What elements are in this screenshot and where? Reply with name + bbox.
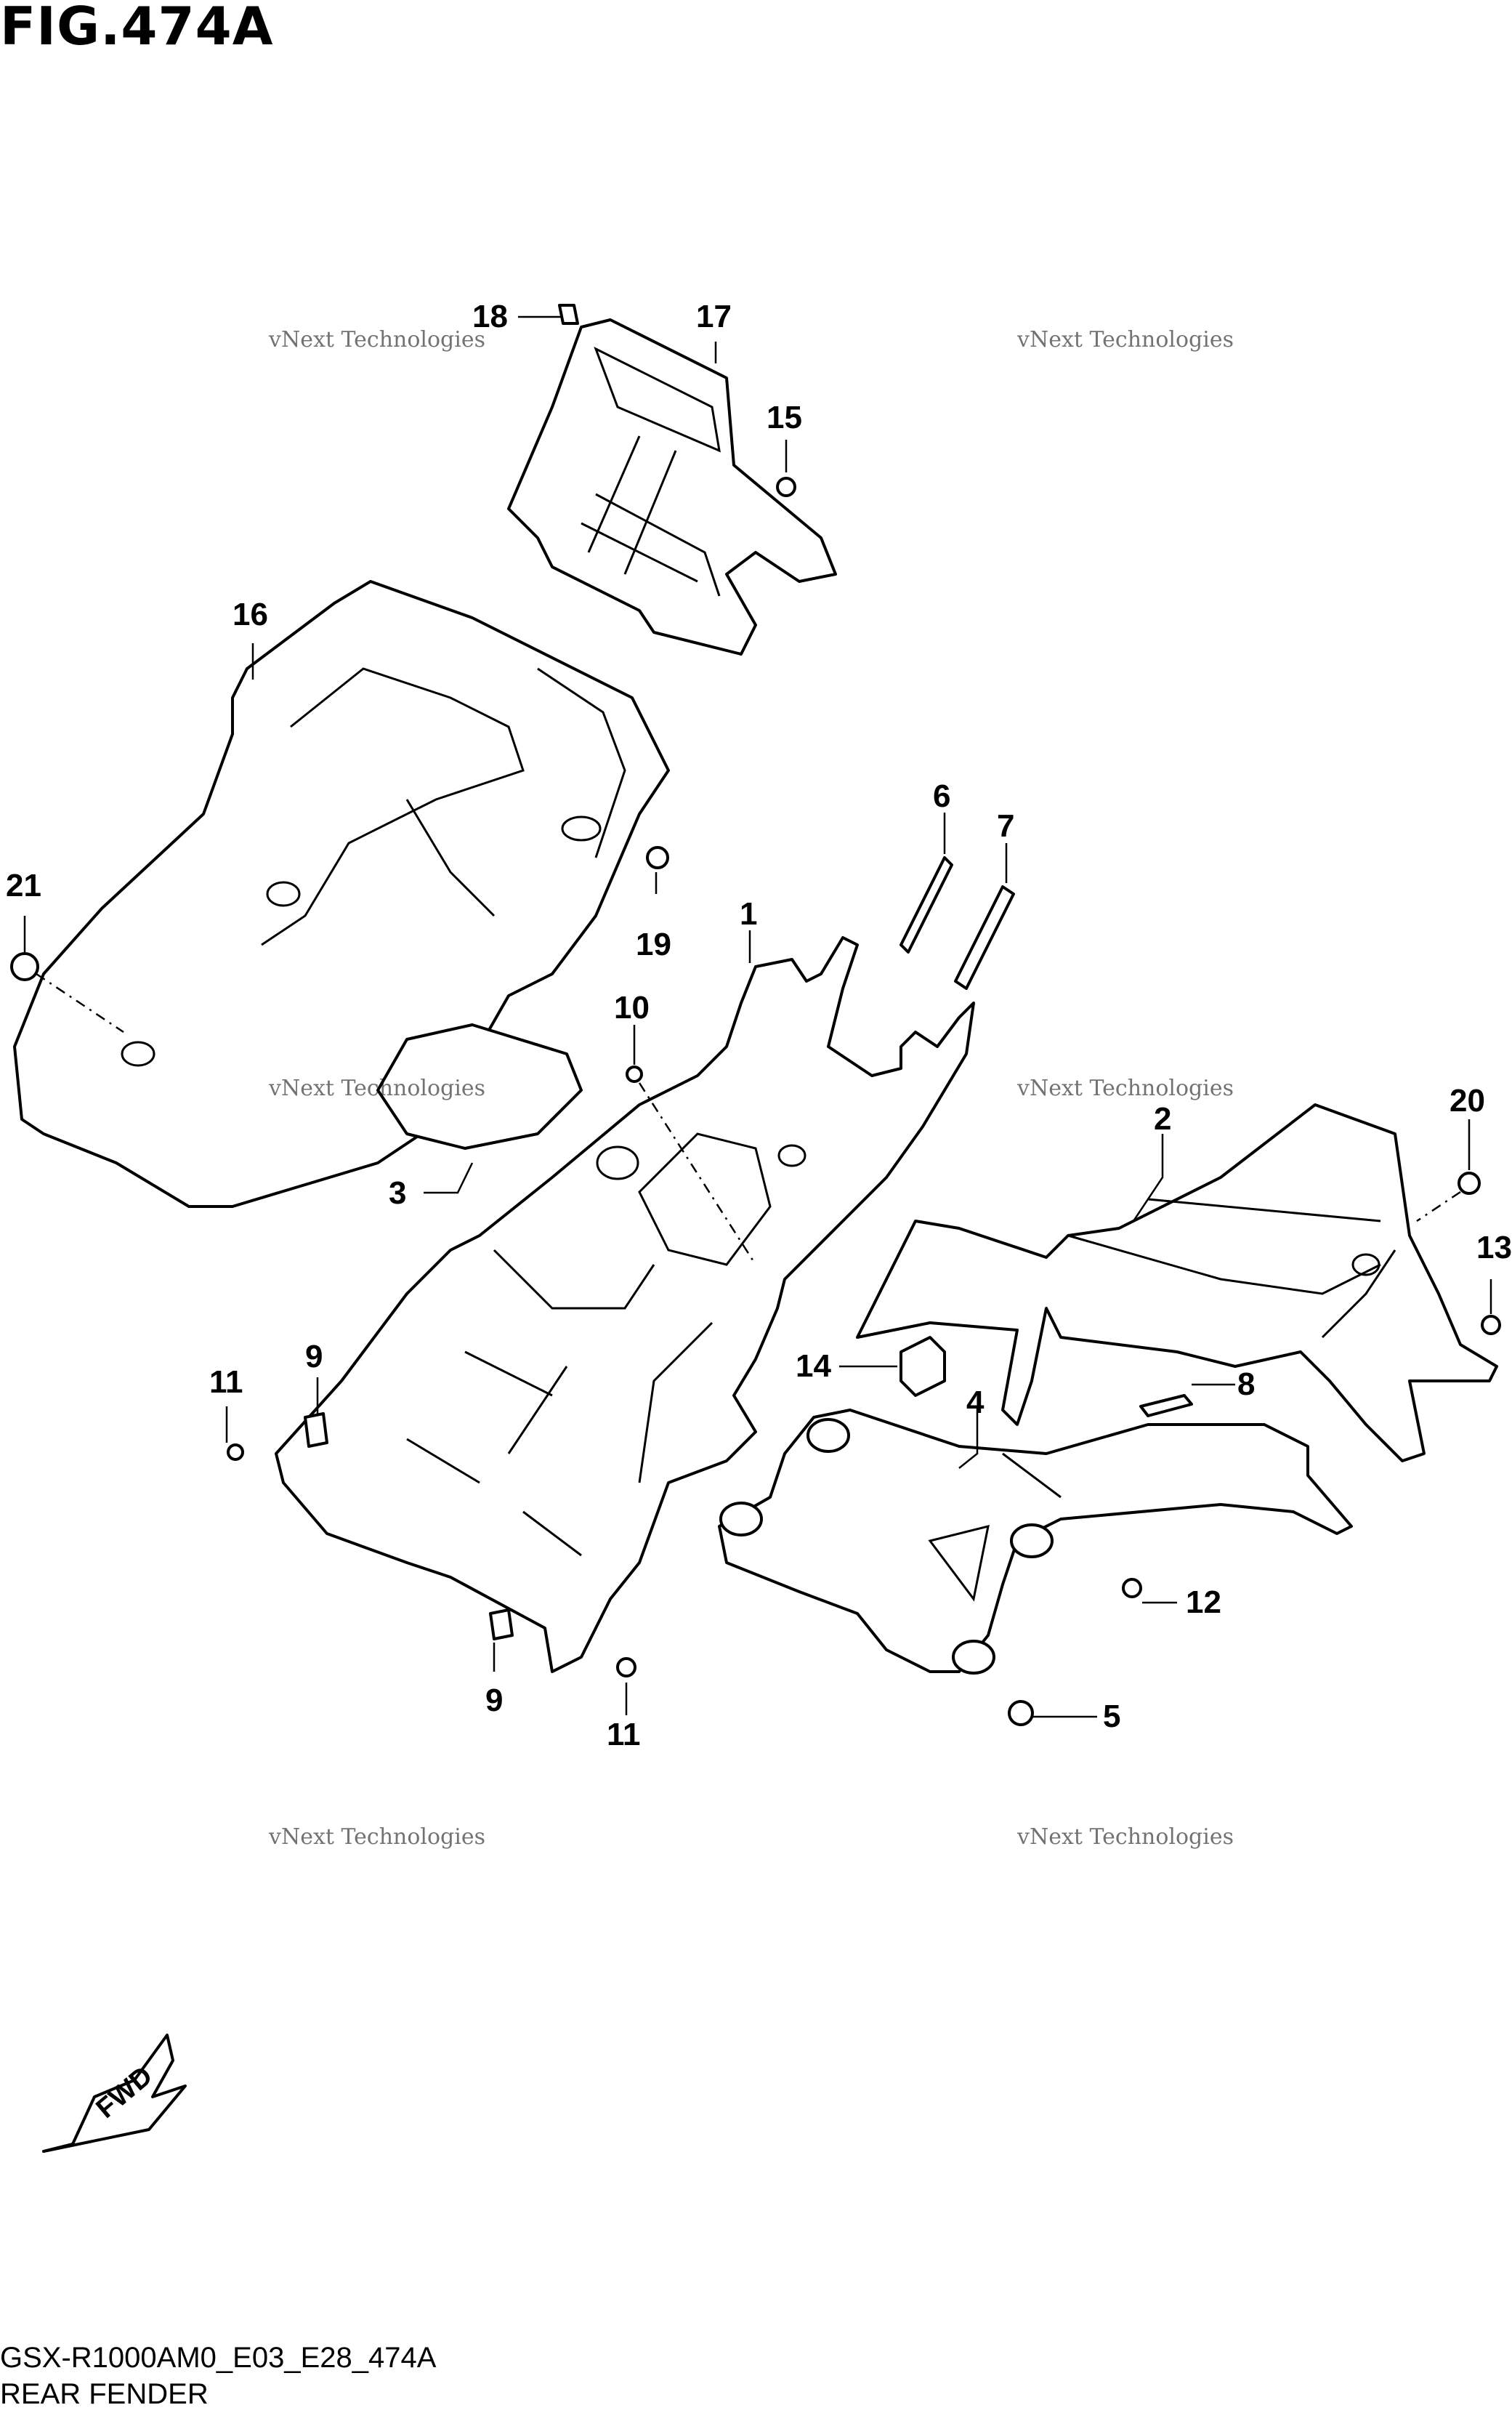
part-5-nut (1008, 1700, 1034, 1726)
callout-13: 13 (1476, 1230, 1512, 1265)
part-14-cushion (899, 1336, 946, 1397)
callout-6: 6 (933, 778, 951, 814)
figure-code: GSX-R1000AM0_E03_E28_474A (0, 2342, 437, 2374)
callout-2: 2 (1154, 1101, 1172, 1137)
callout-9-lower: 9 (485, 1683, 504, 1718)
part-6-strip (899, 856, 953, 954)
figure-title: FIG.474A (0, 0, 274, 57)
part-8-pad (1139, 1394, 1193, 1417)
callout-1: 1 (740, 896, 758, 932)
part-11-screw-a (227, 1443, 244, 1461)
part-1-main-fender (275, 936, 975, 1673)
watermark: vNext Technologies (269, 1076, 486, 1101)
callout-3: 3 (389, 1175, 407, 1211)
part-10-screw (626, 1065, 643, 1083)
watermark: vNext Technologies (269, 1824, 486, 1850)
callout-21: 21 (6, 868, 41, 903)
fwd-arrow-icon (42, 2034, 187, 2153)
callout-19: 19 (636, 927, 671, 962)
figure-name: REAR FENDER (0, 2378, 209, 2410)
callout-16: 16 (233, 597, 268, 632)
part-20-screw (1458, 1172, 1481, 1195)
callout-8: 8 (1237, 1366, 1256, 1402)
callout-9-upper: 9 (305, 1339, 323, 1374)
callout-11-lower: 11 (607, 1717, 641, 1752)
part-9-clip-a (304, 1412, 328, 1448)
callout-14: 14 (796, 1348, 831, 1384)
callout-7: 7 (997, 808, 1015, 844)
leader-lines (23, 315, 1492, 1718)
part-11-screw-b (616, 1657, 636, 1677)
part-2-tail-fender (856, 1103, 1498, 1462)
watermark: vNext Technologies (1017, 1824, 1234, 1850)
watermark: vNext Technologies (1017, 327, 1234, 353)
part-19-bolt (646, 846, 669, 869)
part-3-side-cover (376, 1023, 583, 1150)
callout-17: 17 (696, 299, 732, 334)
part-4-lower-bracket (718, 1409, 1353, 1675)
callout-18: 18 (472, 299, 508, 334)
part-16-fender-lower (13, 580, 670, 1208)
part-7-strip (954, 885, 1015, 990)
part-17-bracket (507, 318, 837, 656)
watermark: vNext Technologies (1017, 1076, 1234, 1101)
part-18-screw (558, 304, 579, 325)
part-15-cap (776, 477, 796, 497)
callout-5: 5 (1103, 1699, 1121, 1734)
callout-15: 15 (767, 400, 802, 435)
callout-12: 12 (1186, 1584, 1221, 1620)
watermark: vNext Technologies (269, 327, 486, 353)
callout-10: 10 (614, 990, 650, 1026)
part-9-clip-b (489, 1608, 514, 1640)
callout-20: 20 (1450, 1083, 1485, 1119)
callout-11-upper: 11 (209, 1364, 243, 1400)
part-12-bolt (1122, 1578, 1142, 1598)
part-21-nut (10, 952, 39, 981)
callout-4: 4 (966, 1385, 985, 1420)
part-13-nut (1481, 1315, 1501, 1335)
